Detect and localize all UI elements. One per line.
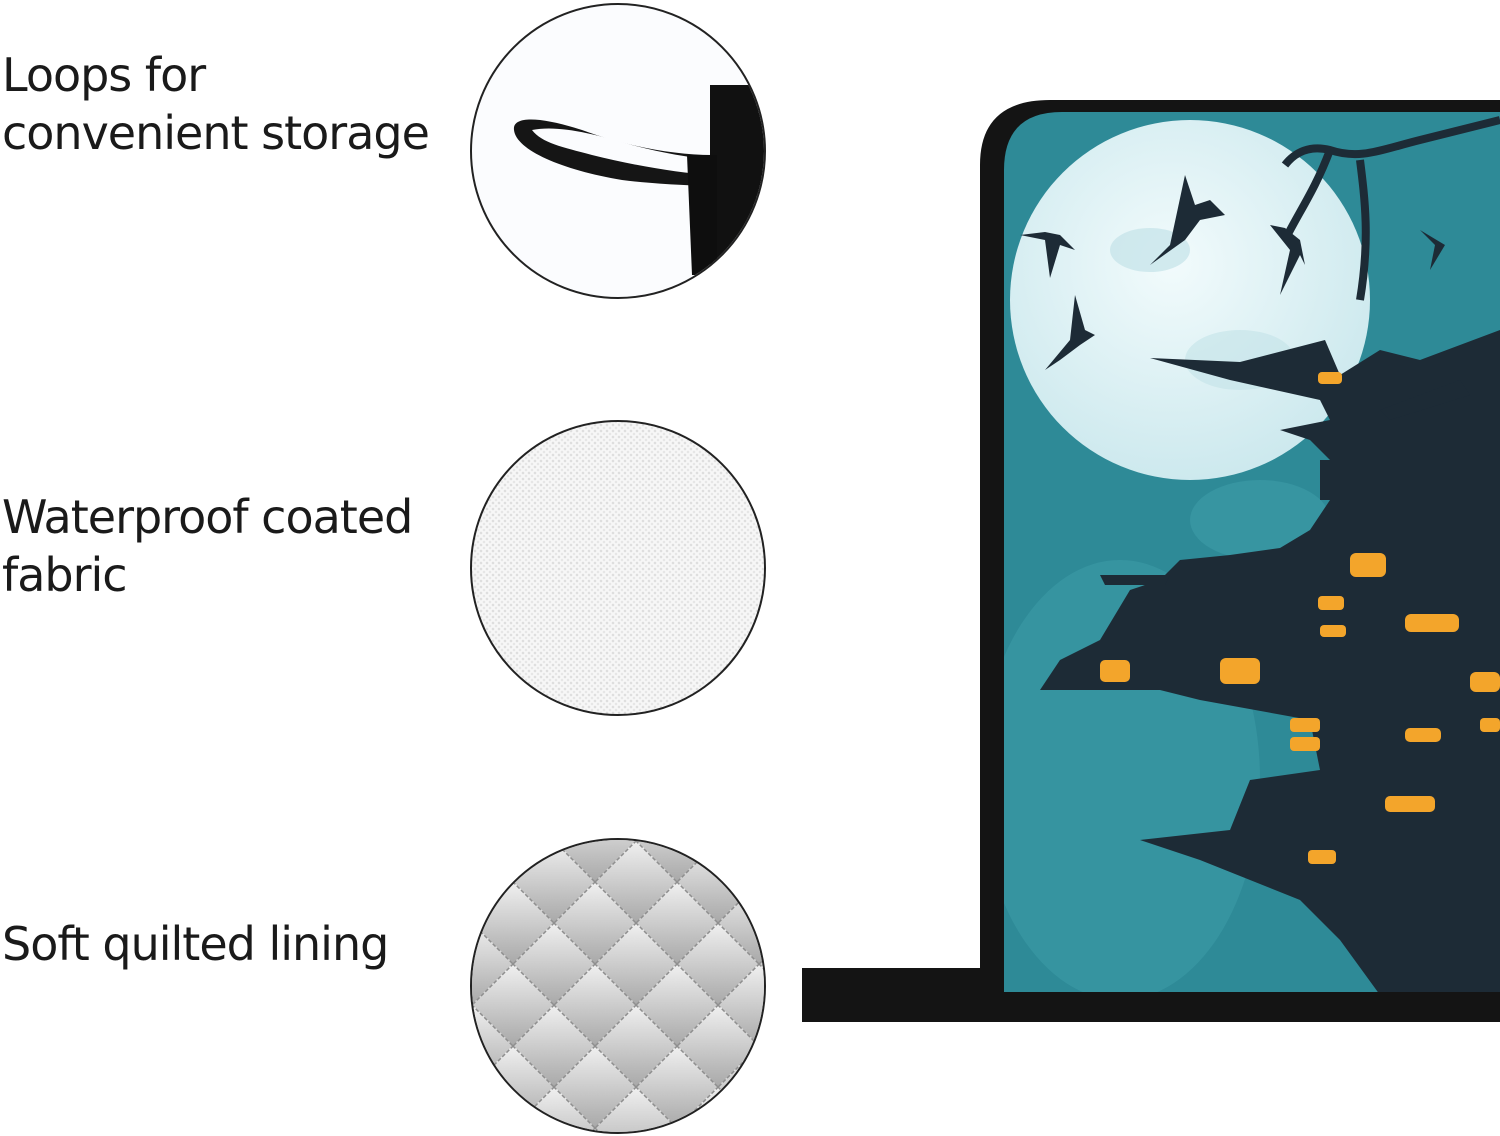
feature-label-waterproof: Waterproof coated fabric [2, 490, 413, 602]
castle-silhouette [1040, 330, 1500, 992]
lining-detail-circle [470, 838, 766, 1134]
loop-detail-circle [470, 3, 766, 299]
castle-windows [1100, 372, 1500, 864]
feature-label-lining: Soft quilted lining [2, 917, 389, 971]
quilted-lining-icon [472, 840, 764, 1132]
castle-print [1004, 112, 1500, 992]
tree-branch [1281, 116, 1500, 301]
bats [1020, 175, 1445, 370]
fabric-detail-circle [470, 420, 766, 716]
feature-label-loops: Loops for convenient storage [2, 48, 430, 160]
